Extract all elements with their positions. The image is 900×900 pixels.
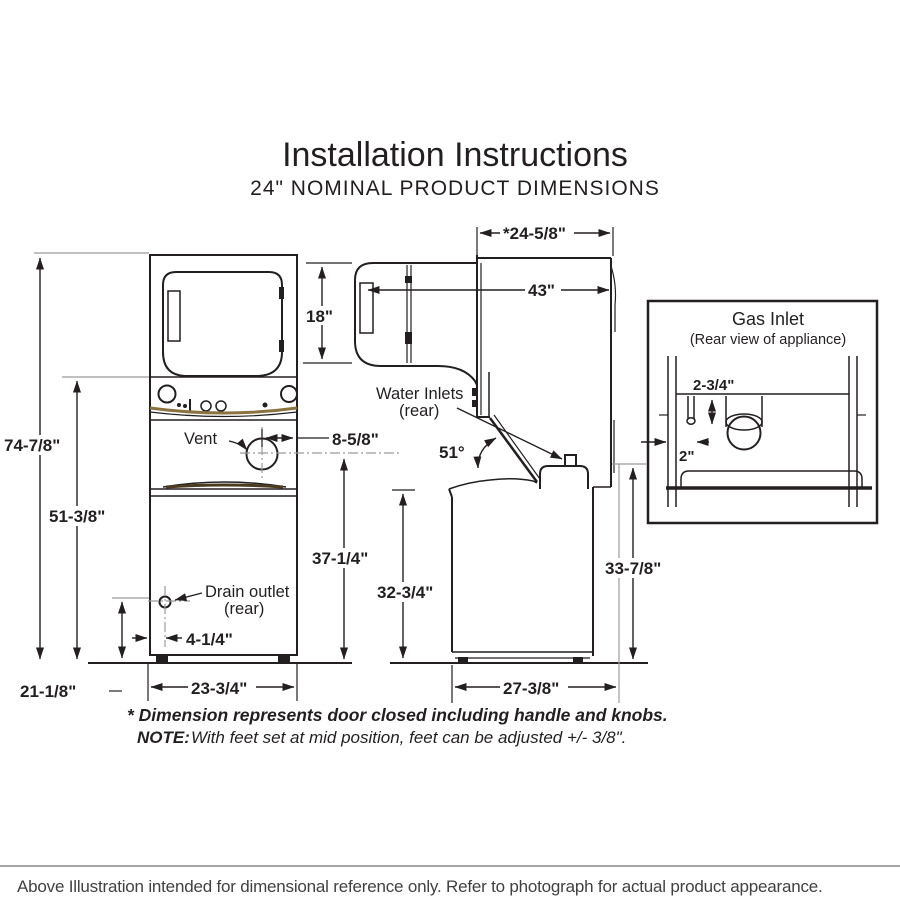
footer: Above Illustration intended for dimensio…: [0, 865, 900, 896]
water-inlet-valve: [539, 465, 589, 489]
side-view-dimensions: *24-5/8" 43" 18" 32-3/4" 27-3/8" 33-7/8"…: [303, 222, 668, 703]
control-dial-2: [215, 400, 227, 412]
water-inlets-pointer-arrow: [456, 407, 563, 460]
footer-disclaimer: Above Illustration intended for dimensio…: [17, 877, 823, 896]
gas-inlet-box: Gas Inlet (Rear view of appliance) 2-3/4…: [641, 299, 879, 525]
dim-washer-top-height: 32-3/4": [377, 583, 433, 602]
base-plinth: [680, 470, 863, 487]
side-view-drawing: [354, 255, 648, 664]
dim-depth-open: 43": [528, 281, 555, 300]
vent-pointer-arrow: [228, 438, 248, 451]
lid-angle-label: 51°: [439, 443, 465, 462]
label-bg: [374, 582, 440, 602]
page-title: Installation Instructions: [282, 136, 628, 174]
drain-pointer-arrow: [174, 592, 203, 601]
dim-vent-offset: 8-5/8": [332, 430, 379, 449]
open-washer-lid: [488, 417, 539, 483]
control-knob-left: [157, 384, 177, 404]
footnote-note-label: NOTE:: [137, 728, 190, 747]
dim-door-height: 18": [306, 307, 333, 326]
washer-lid-shade: [165, 483, 284, 489]
duct-opening: [726, 415, 762, 451]
door-hinge-top: [279, 287, 284, 299]
panel-dot-1: [177, 403, 181, 407]
open-door-handle: [359, 282, 374, 334]
label-bg: [2, 435, 66, 455]
footnotes: * Dimension represents door closed inclu…: [127, 705, 668, 747]
washer-top-surface: [448, 477, 538, 490]
label-bg: [602, 558, 668, 578]
side-foot-rear: [573, 657, 583, 663]
dim-drain-height: 21-1/8": [20, 682, 76, 701]
gas-inlet-title: Gas Inlet: [732, 309, 804, 329]
panel-trim-gold: [149, 406, 298, 415]
front-view-dimensions: 74-7/8" 51-3/8" 21-1/8" 4-1/4" 8-5/8" 37…: [2, 252, 379, 701]
gas-pipe-end: [686, 417, 696, 425]
lid-angle-arc: [473, 437, 497, 469]
duct-rim: [725, 413, 763, 431]
front-foot-left: [156, 656, 168, 663]
water-inlet-nub: [564, 454, 577, 467]
open-washer-lid-inner: [493, 414, 541, 480]
vent-label: Vent: [184, 430, 217, 448]
dim-depth-closed: *24-5/8": [503, 224, 566, 243]
panel-dot-2: [183, 404, 187, 408]
dim-drain-offset: 4-1/4": [186, 630, 233, 649]
dim-vent-height: 37-1/4": [312, 549, 368, 568]
front-view-drawing: [88, 254, 400, 664]
drain-label-line2: (rear): [224, 600, 264, 618]
footnote-asterisk: * Dimension represents door closed inclu…: [127, 705, 668, 725]
rear-edge-detail: [610, 265, 617, 332]
dryer-door: [162, 271, 283, 377]
drain-label-line1: Drain outlet: [205, 583, 290, 601]
label-bg: [188, 678, 256, 697]
dim-height-overall: 74-7/8": [4, 436, 60, 455]
dim-pipe-offset: 2": [679, 448, 694, 465]
front-hinge-bump-2: [472, 400, 477, 407]
label-bg: [46, 506, 110, 526]
water-inlets-label-line1: Water Inlets: [376, 385, 463, 403]
washer-front-lip: [448, 488, 453, 498]
door-liner-hinge-2: [405, 332, 412, 344]
side-foot-front: [458, 657, 468, 663]
label-bg: [525, 280, 561, 299]
header: Installation Instructions 24" NOMINAL PR…: [250, 136, 660, 200]
label-bg: [500, 678, 568, 697]
dim-rear-height: 33-7/8": [605, 559, 661, 578]
control-dial-1: [200, 400, 212, 412]
door-hinge-bottom: [279, 340, 284, 352]
front-foot-right: [278, 656, 290, 663]
front-cabinet-outline: [149, 254, 298, 656]
dim-height-washer: 51-3/8": [49, 507, 105, 526]
gas-inlet-subtitle: (Rear view of appliance): [690, 332, 846, 348]
control-knob-right: [280, 385, 298, 403]
dryer-door-handle: [167, 290, 181, 342]
panel-dot-3: [262, 402, 268, 408]
water-inlets-label-line2: (rear): [399, 402, 439, 420]
footnote-note-text: With feet set at mid position, feet can …: [191, 728, 626, 747]
open-dryer-door: [354, 262, 478, 386]
page-subtitle: 24" NOMINAL PRODUCT DIMENSIONS: [250, 177, 660, 200]
front-hinge-bump-1: [472, 388, 477, 396]
dim-base-depth: 27-3/8": [503, 679, 559, 698]
label-bg: [310, 548, 376, 568]
panel-trim-line: [149, 411, 298, 418]
label-bg: [500, 222, 574, 242]
dim-pipe-drop: 2-3/4": [693, 377, 734, 394]
gas-inlet-border: [646, 299, 879, 525]
label-bg: [303, 306, 343, 325]
door-liner-hinge-1: [405, 276, 412, 283]
dim-width: 23-3/4": [191, 679, 247, 698]
